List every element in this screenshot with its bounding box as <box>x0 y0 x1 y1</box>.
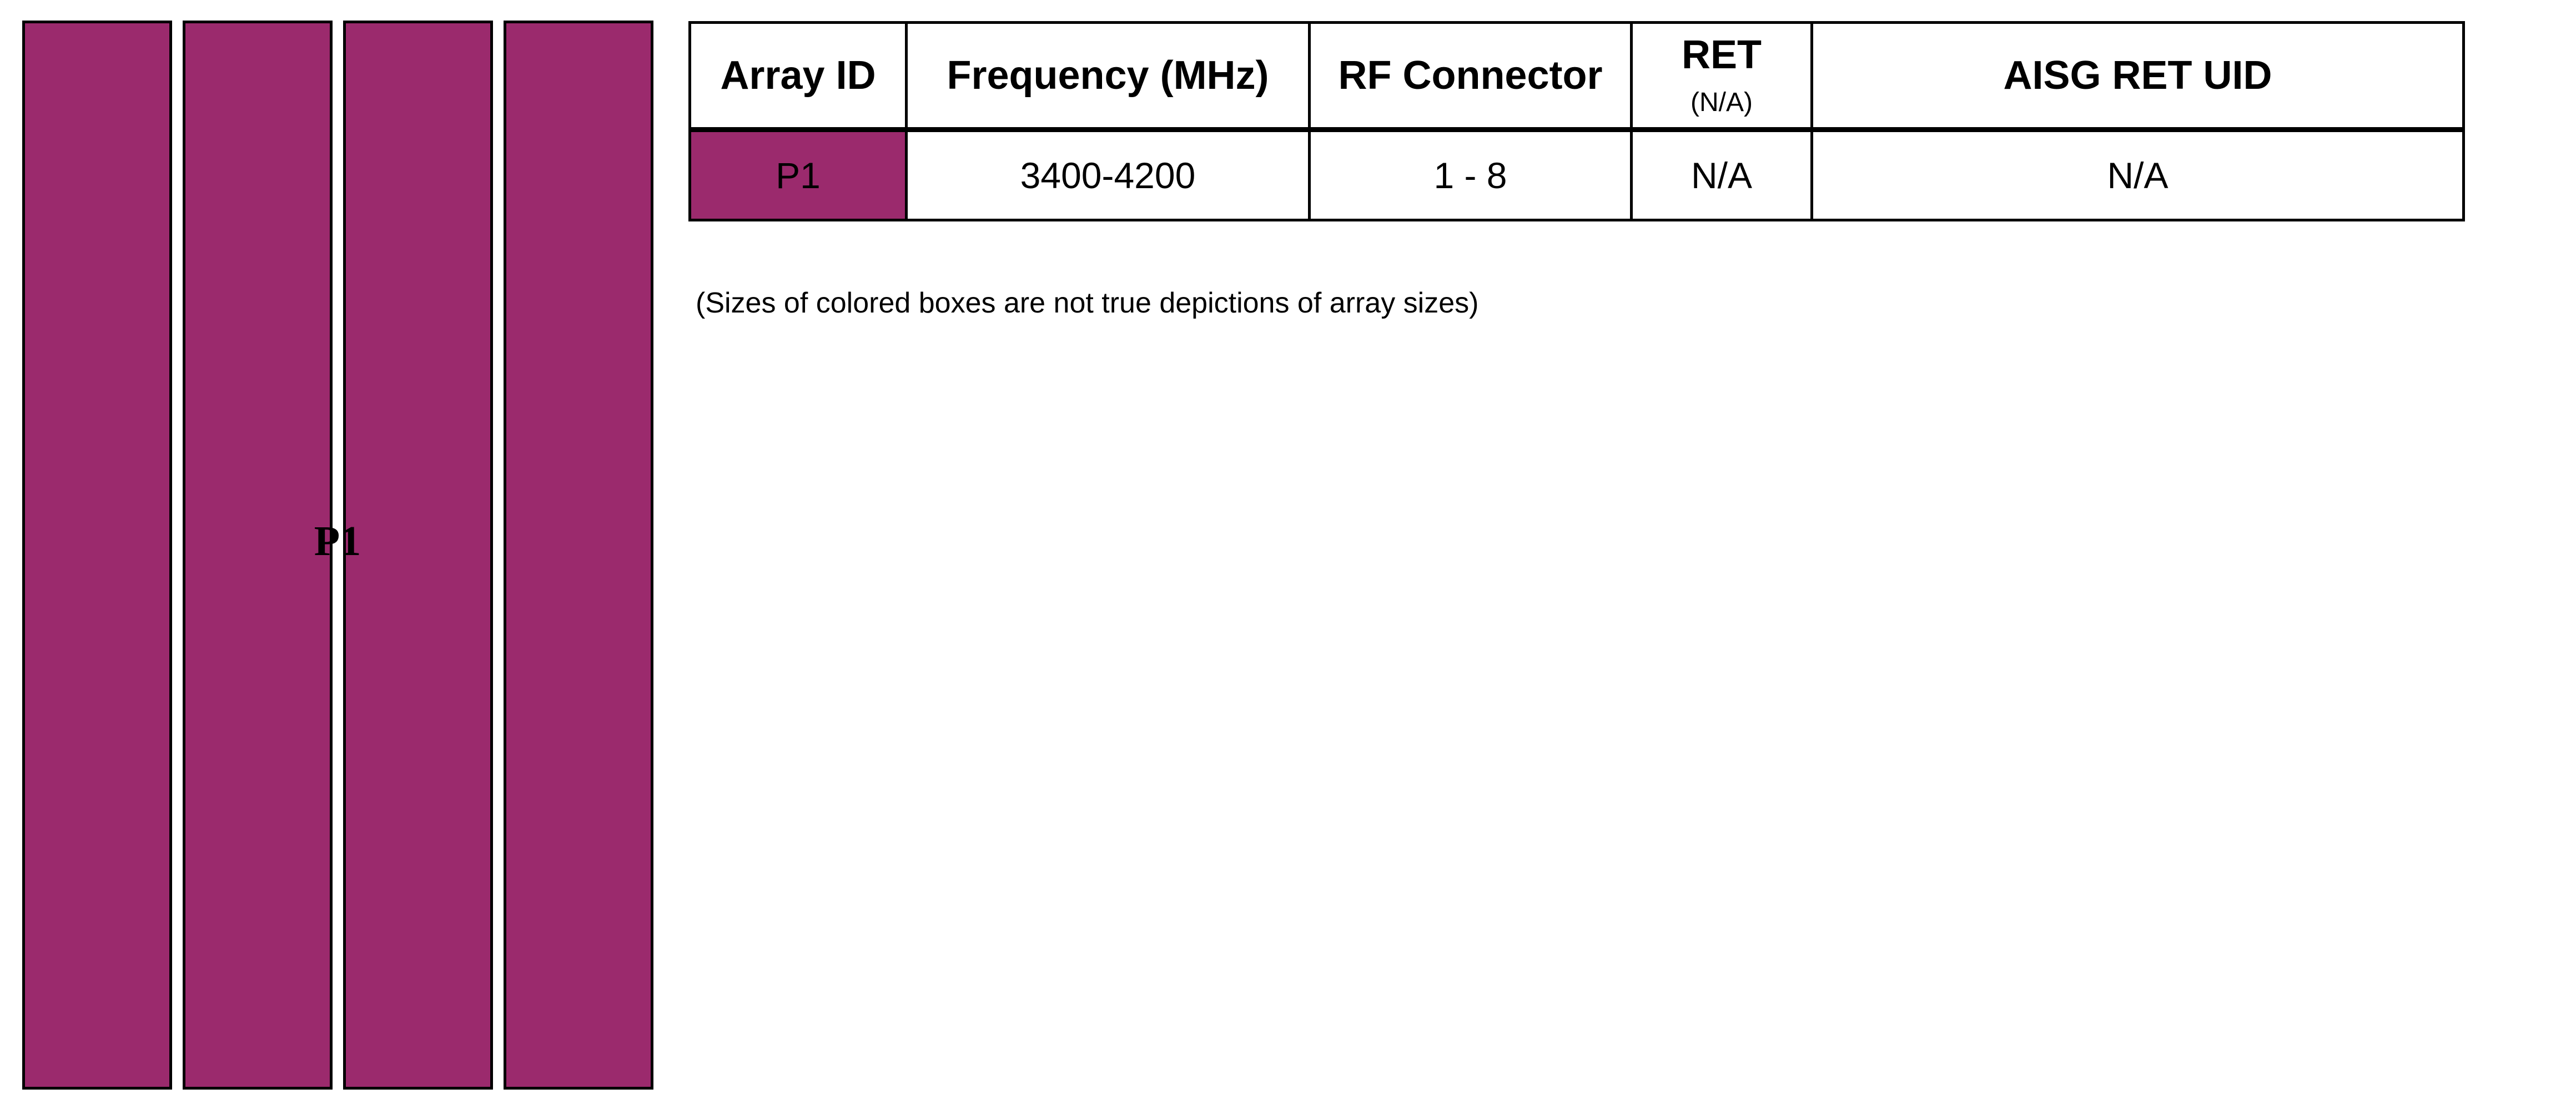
size-disclaimer-note: (Sizes of colored boxes are not true dep… <box>696 287 1479 319</box>
cell-aisg-ret-uid: N/A <box>1810 128 2465 221</box>
cell-rf-connector: 1 - 8 <box>1308 128 1633 221</box>
header-ret-sub-label: (N/A) <box>1690 88 1753 117</box>
cell-ret: N/A <box>1630 128 1813 221</box>
antenna-array-bar <box>343 21 493 1090</box>
cell-frequency: 3400-4200 <box>905 128 1311 221</box>
header-array-id: Array ID <box>688 21 908 132</box>
table-row: P1 3400-4200 1 - 8 N/A N/A <box>688 128 2465 221</box>
array-group-label: P1 <box>314 518 361 564</box>
cell-array-id: P1 <box>688 128 908 221</box>
header-aisg-ret-uid: AISG RET UID <box>1810 21 2465 132</box>
header-ret-label: RET <box>1682 33 1762 77</box>
header-frequency: Frequency (MHz) <box>905 21 1311 132</box>
antenna-array-bar <box>22 21 172 1090</box>
header-ret: RET (N/A) <box>1630 21 1813 132</box>
antenna-array-bar <box>504 21 653 1090</box>
array-spec-table: Array ID Frequency (MHz) RF Connector RE… <box>688 21 2465 221</box>
antenna-array-bar <box>183 21 333 1090</box>
table-header-row: Array ID Frequency (MHz) RF Connector RE… <box>688 21 2465 132</box>
header-rf-connector: RF Connector <box>1308 21 1633 132</box>
